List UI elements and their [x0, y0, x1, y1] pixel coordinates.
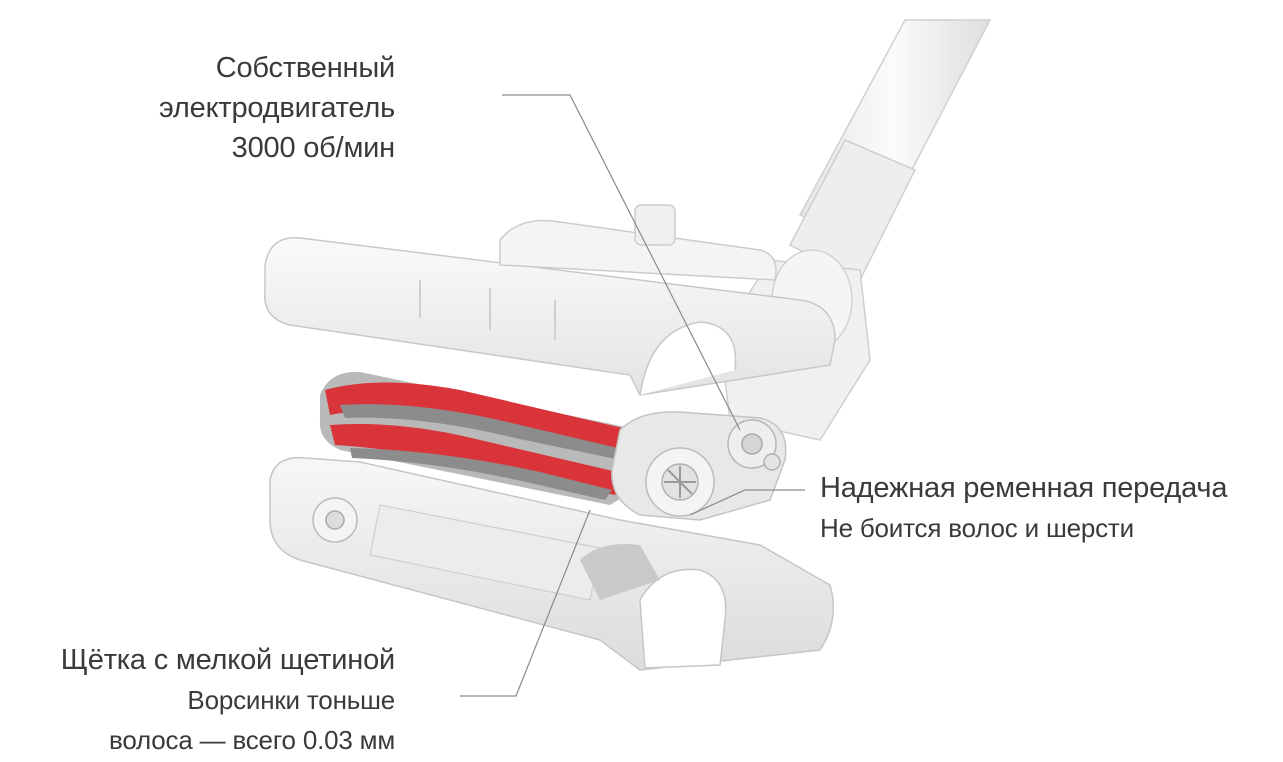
callout-motor-line-1: Собственный [215, 52, 395, 84]
callout-brush-line-2: Ворсинки тоньше [187, 685, 395, 715]
callout-brush-line-3: волоса — всего 0.03 мм [109, 725, 395, 755]
callout-brush-line-1: Щётка с мелкой щетиной [60, 644, 395, 676]
callout-motor: Собственный электродвигатель 3000 об/мин [159, 48, 395, 168]
callout-belt-line-2: Не боится волос и шерсти [820, 513, 1134, 543]
brush-roll [319, 371, 650, 505]
top-cover [263, 204, 836, 396]
belt-housing [611, 411, 787, 521]
callout-belt-line-1: Надежная ременная передача [820, 472, 1228, 504]
leader-line-brush [460, 509, 591, 697]
callout-motor-line-3: 3000 об/мин [231, 132, 396, 164]
leader-lines [460, 94, 805, 697]
leader-line-belt [689, 489, 805, 516]
callout-belt: Надежная ременная передача Не боится вол… [820, 468, 1227, 548]
callout-brush: Щётка с мелкой щетиной Ворсинки тоньше в… [61, 640, 395, 760]
callout-motor-line-2: электродвигатель [158, 92, 395, 124]
leader-line-motor [502, 94, 741, 431]
base-tray [269, 456, 835, 671]
handle-tube [788, 19, 992, 282]
